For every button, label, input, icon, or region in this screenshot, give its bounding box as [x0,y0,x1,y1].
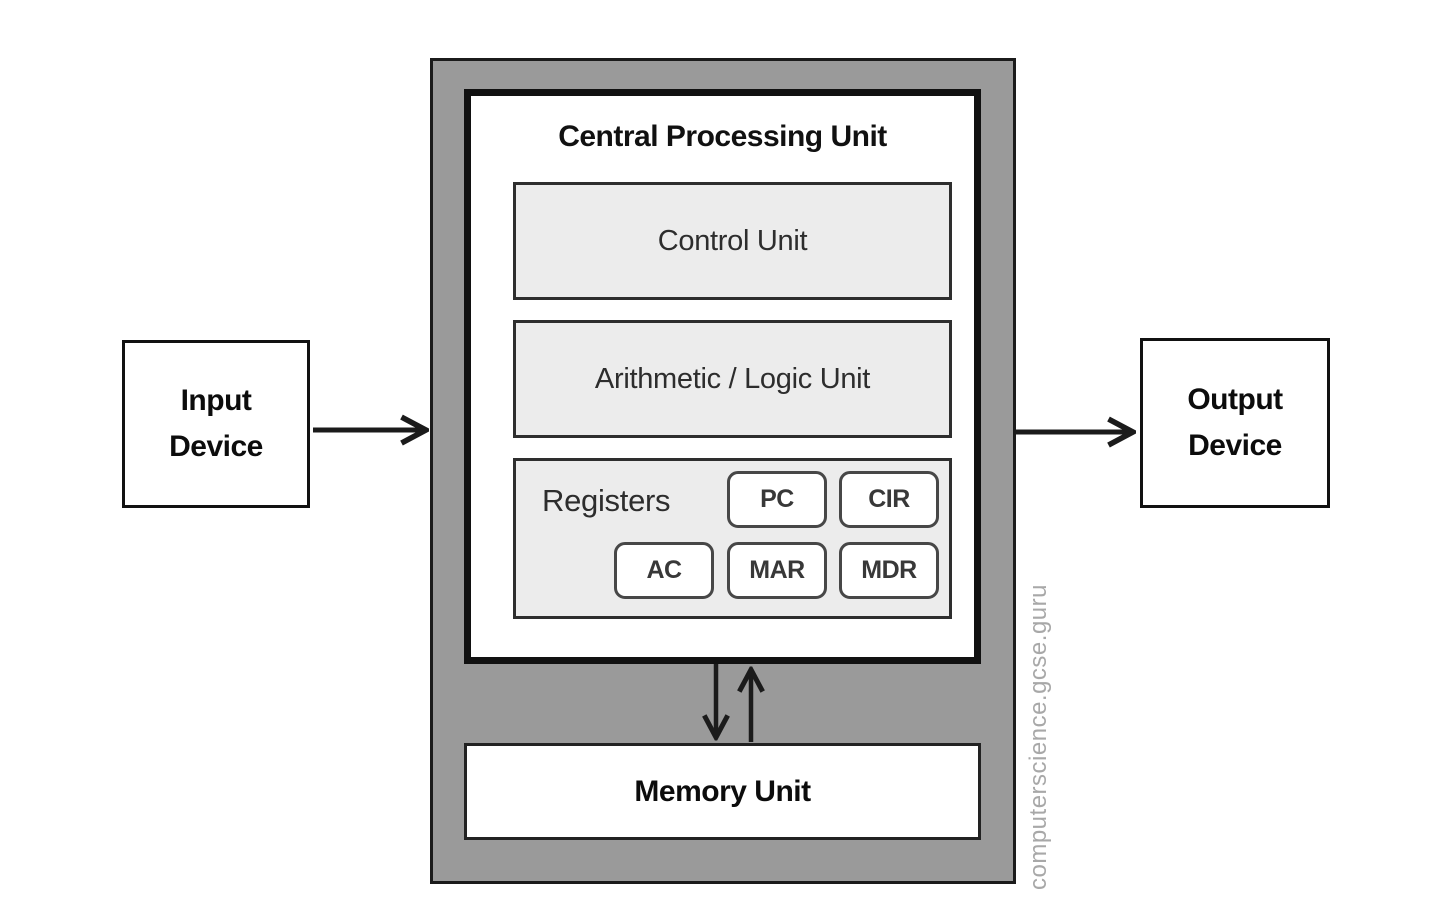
register-mdr: MDR [839,542,939,599]
input-device-box: Input Device [122,340,310,508]
control-unit-box: Control Unit [513,182,952,300]
output-device-box: Output Device [1140,338,1330,508]
registers-box: Registers PC CIR AC MAR MDR [513,458,952,619]
control-unit-label: Control Unit [657,224,808,257]
output-device-label-line1: Output [1187,382,1283,416]
cpu-inner-board: Central Processing Unit Control Unit Ari… [464,89,981,664]
arithmetic-logic-unit-box: Arithmetic / Logic Unit [513,320,952,438]
cpu-shell: Central Processing Unit Control Unit Ari… [430,58,1016,884]
arithmetic-logic-unit-label: Arithmetic / Logic Unit [594,362,871,395]
input-device-label-line1: Input [180,383,252,417]
register-mar: MAR [727,542,827,599]
input-device-label-line2: Device [169,430,263,463]
register-ac: AC [614,542,714,599]
memory-unit-label: Memory Unit [634,774,811,808]
watermark-text: computerscience.gcse.guru [1025,584,1052,890]
register-cir: CIR [839,471,939,528]
register-pc: PC [727,471,827,528]
memory-unit-box: Memory Unit [464,743,981,840]
registers-label: Registers [542,483,671,518]
cpu-title: Central Processing Unit [558,120,887,153]
output-device-label-line2: Device [1188,429,1282,462]
